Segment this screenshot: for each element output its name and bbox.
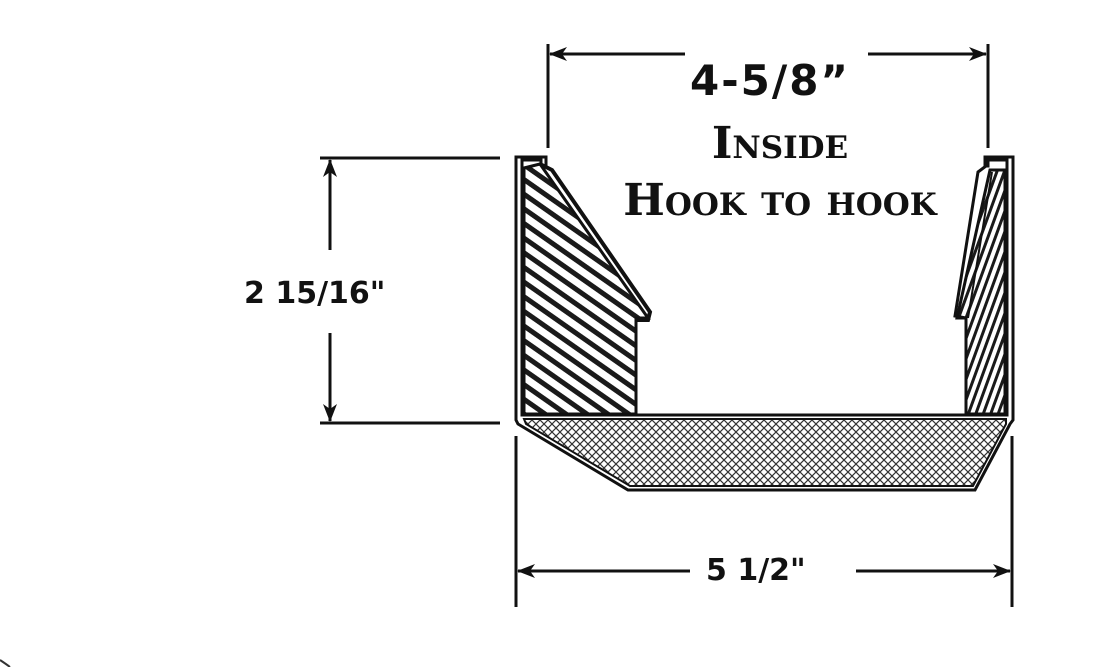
inside-width-value: 4-5/8”: [689, 56, 851, 105]
gutter-profile: [514, 155, 1015, 492]
hook-to-hook-label: Hook to hook: [623, 175, 937, 226]
top-dimension: [546, 44, 990, 148]
height-dimension: [320, 156, 500, 425]
width-dimension: [514, 436, 1014, 607]
outer-width-value: 5 1/2": [706, 553, 806, 588]
height-value: 2 15/16": [244, 276, 386, 311]
corner-mark: [0, 659, 11, 667]
inside-label: Inside: [711, 118, 849, 169]
